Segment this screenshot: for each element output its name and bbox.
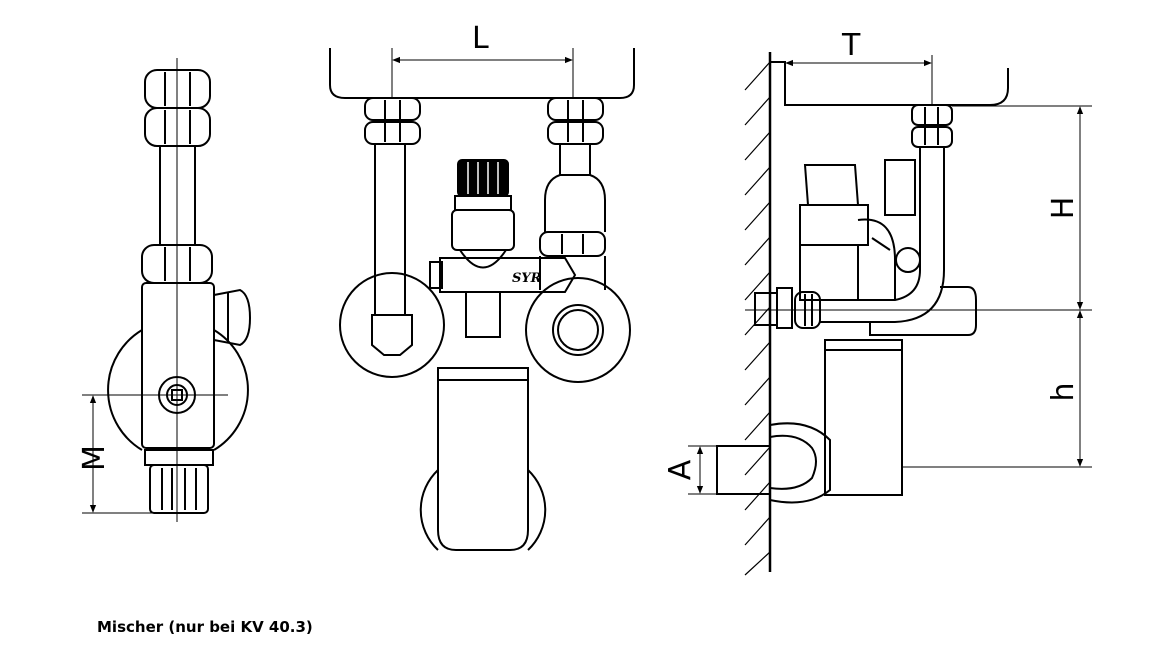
dimension-label-l: L <box>472 21 489 56</box>
dimension-label-t: T <box>841 28 861 63</box>
dimension-label-a: A <box>663 459 698 480</box>
front-view-valve <box>329 48 635 551</box>
wall-view-valve <box>716 52 1009 572</box>
side-view-valve <box>107 69 252 514</box>
dimension-label-h-upper: H <box>1046 197 1081 220</box>
wall-hatching <box>744 61 771 576</box>
dimension-label-m: M <box>77 445 112 471</box>
dimension-label-h-lower: h <box>1046 382 1081 401</box>
dimension-lines <box>82 48 1092 514</box>
svr-logo: SYR <box>512 271 542 286</box>
figure-caption: Mischer (nur bei KV 40.3) <box>97 618 313 636</box>
